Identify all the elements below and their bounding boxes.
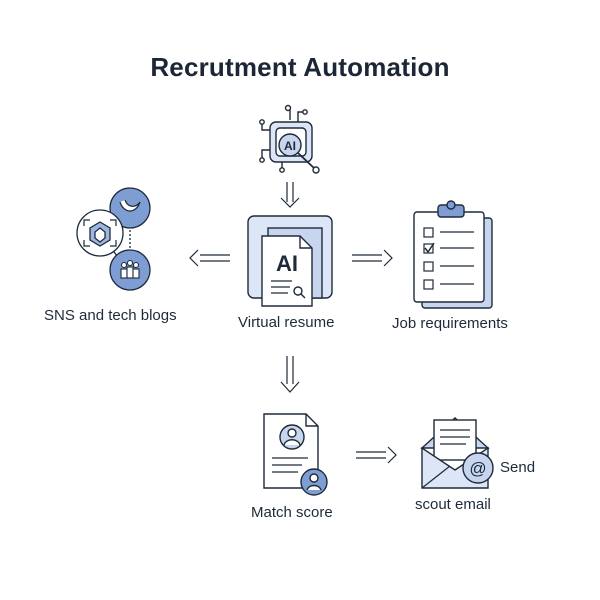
send-label: Send	[500, 459, 536, 476]
match-score-label: Match score	[251, 504, 333, 521]
virtual-resume-ai-text: AI	[276, 251, 298, 276]
ai-chip-icon	[259, 104, 320, 174]
arrow-right	[352, 249, 393, 267]
social-network-icon	[76, 187, 151, 291]
arrow-down-1	[280, 182, 300, 208]
arrow-left	[189, 249, 230, 267]
arrow-down-2	[280, 356, 300, 393]
diagram-title: Recrutment Automation	[150, 52, 450, 82]
scout-email-label: scout email	[415, 496, 491, 513]
email-at-symbol: @	[469, 459, 486, 478]
profile-document-icon	[263, 413, 328, 496]
sns-label: SNS and tech blogs	[44, 307, 177, 324]
arrow-right-2	[356, 446, 397, 464]
virtual-resume-label: Virtual resume	[238, 314, 335, 331]
ai-chip-text: AI	[284, 139, 296, 153]
job-requirements-label: Job requirements	[392, 315, 508, 332]
clipboard-checklist-icon	[413, 200, 493, 309]
email-envelope-icon	[420, 417, 494, 489]
ai-document-icon	[247, 215, 333, 307]
